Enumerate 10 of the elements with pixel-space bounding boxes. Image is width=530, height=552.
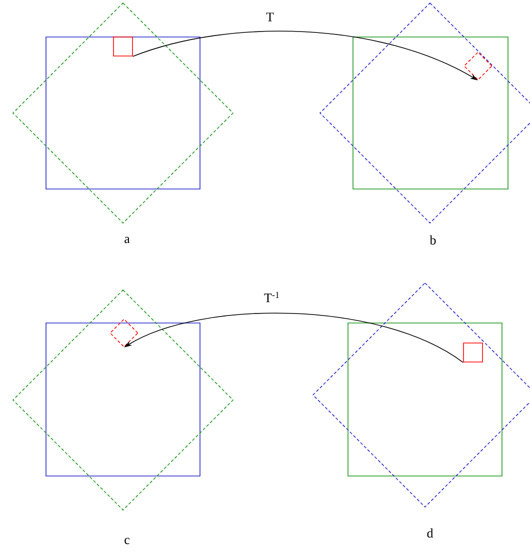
small-dashed-diamond	[110, 318, 138, 348]
small-square	[113, 36, 133, 56]
panel-label: c	[124, 538, 130, 544]
edge-label: T	[266, 12, 274, 22]
edge-label: T$^{-1}$	[264, 292, 279, 302]
panel-label: d	[427, 528, 434, 538]
panel-label: a	[124, 236, 130, 244]
small-square	[463, 342, 483, 362]
panel-label: b	[430, 235, 436, 245]
small-dashed-diamond	[464, 52, 492, 80]
